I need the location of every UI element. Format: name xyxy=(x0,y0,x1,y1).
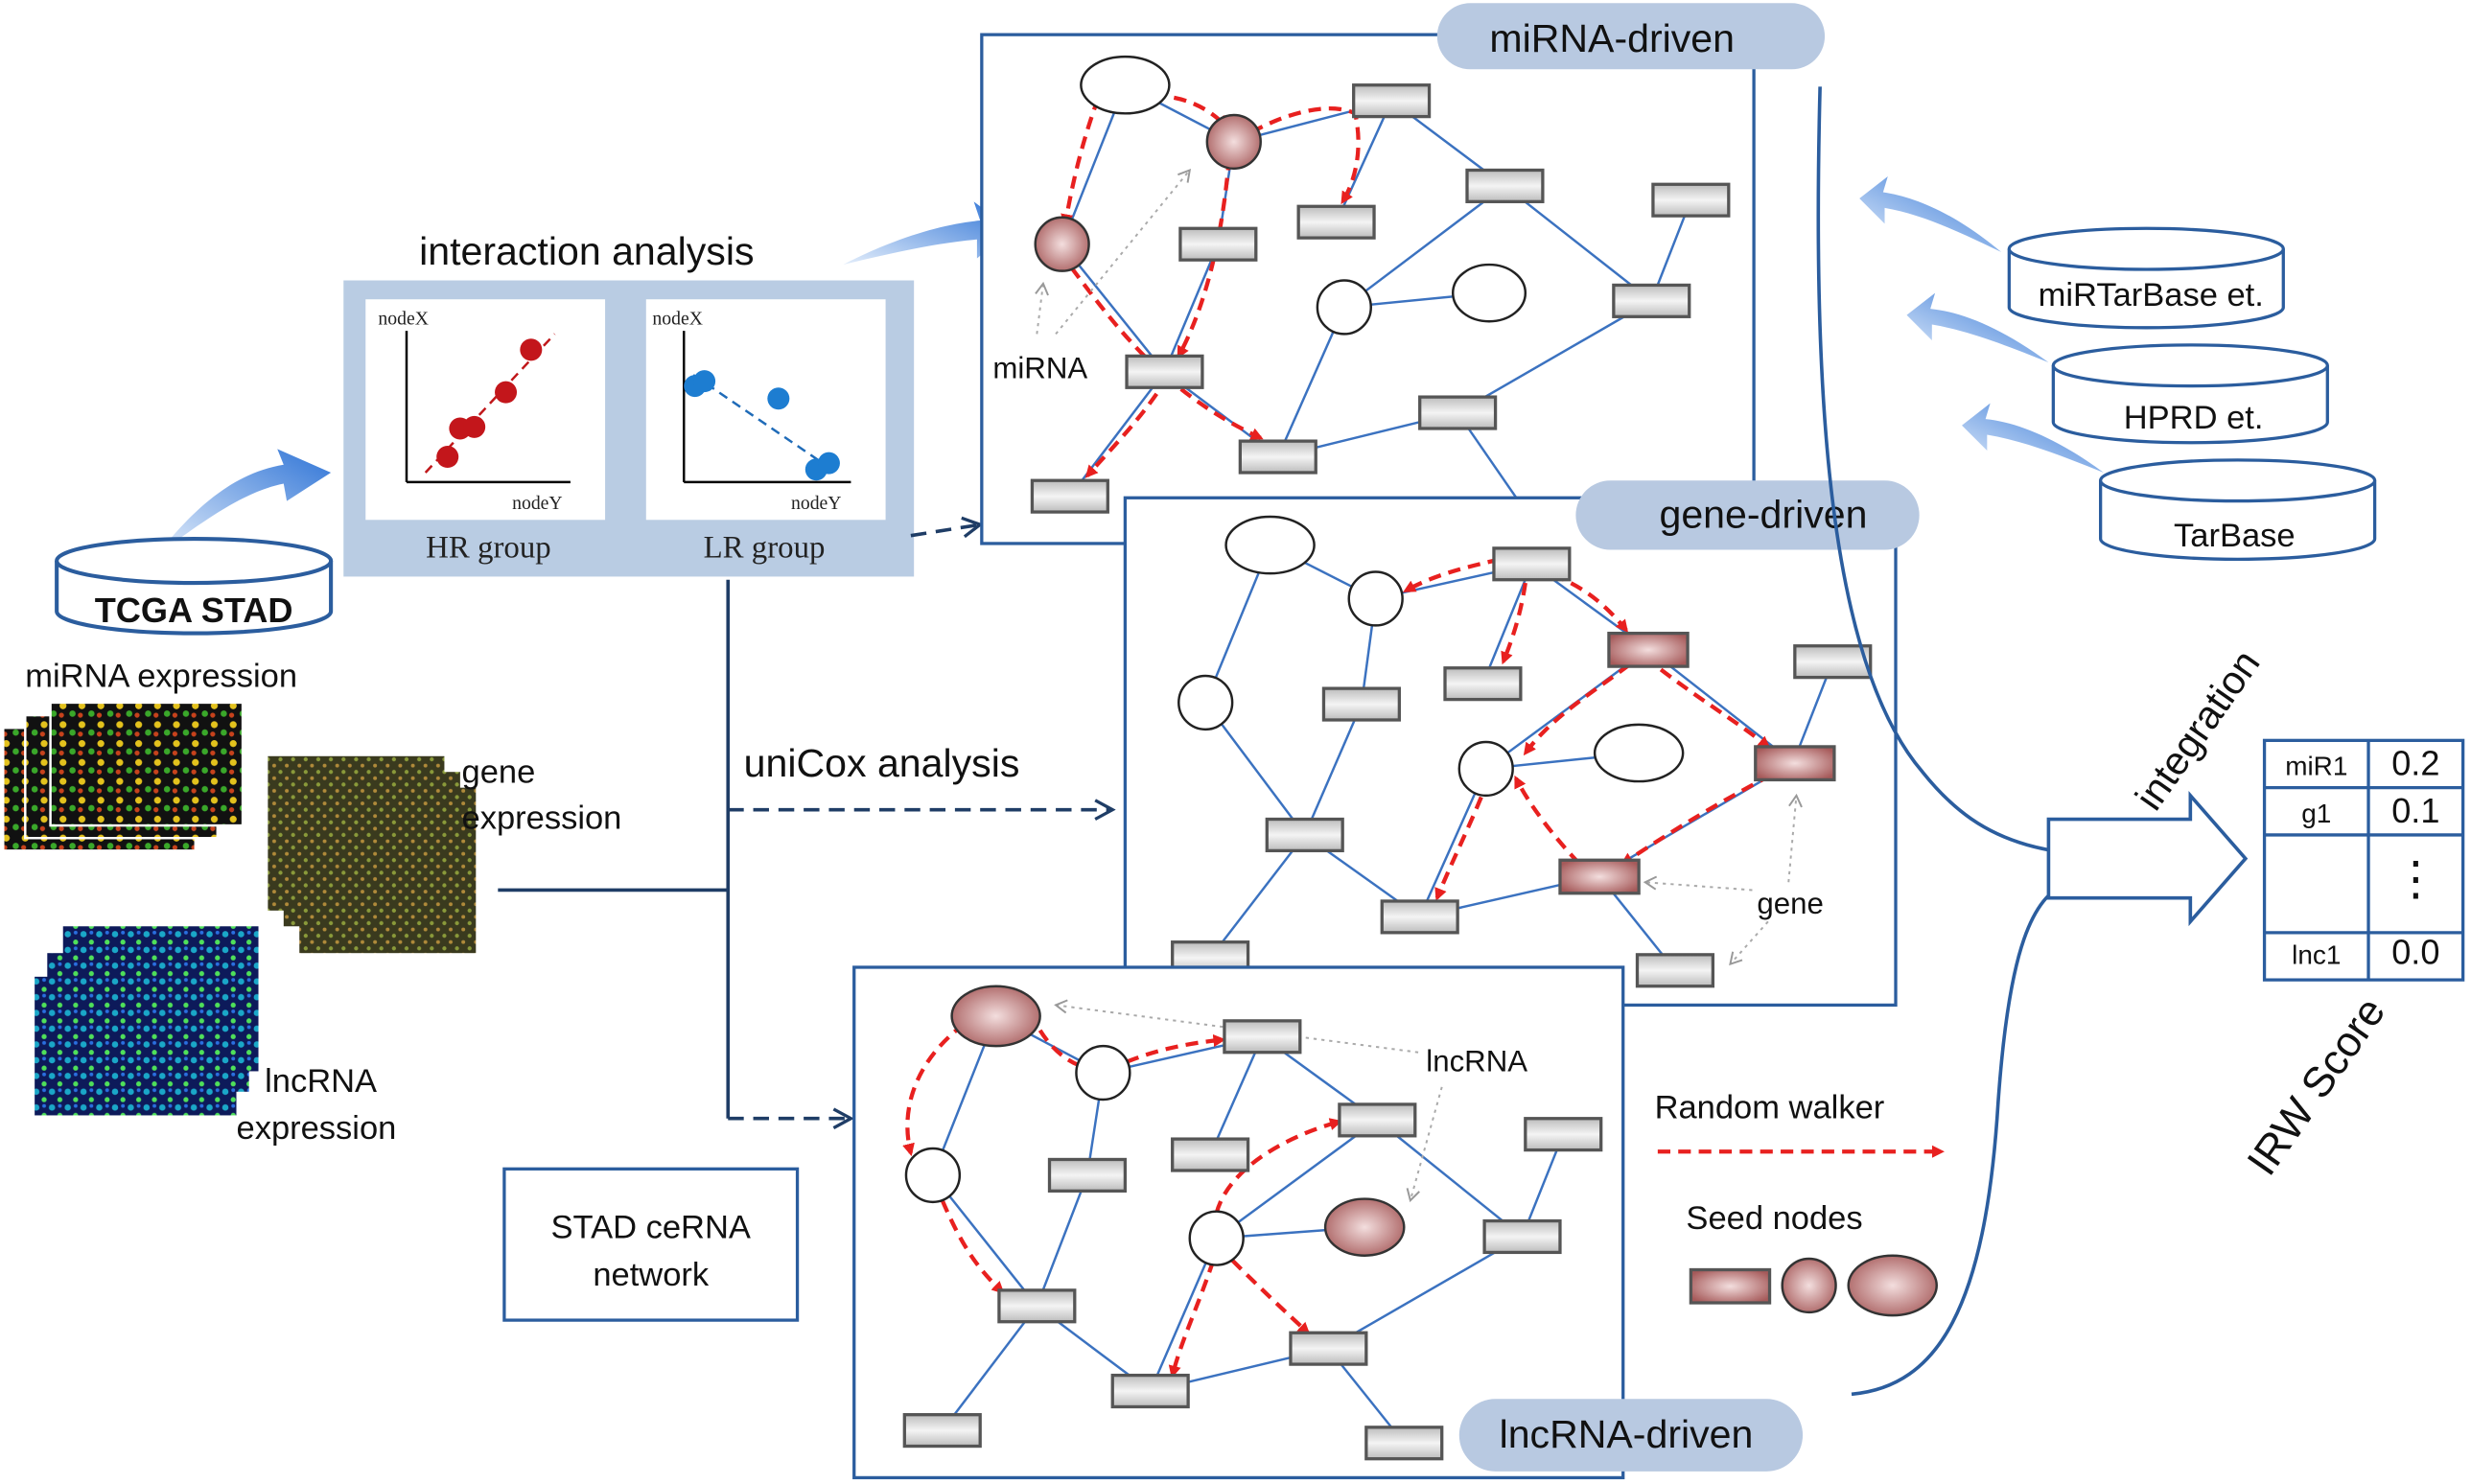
lncrna-seed-nodes xyxy=(950,985,1406,1257)
integration-label: integration xyxy=(2127,642,2269,819)
seed-node-legend xyxy=(1689,1254,1938,1317)
hr-points xyxy=(436,338,543,469)
stad-cerna-label-1: STAD ceRNA xyxy=(551,1210,751,1246)
arrow-tcga-to-interaction xyxy=(157,449,332,555)
mirna-driven-pill xyxy=(1436,3,1826,70)
tcga-label: TCGA STAD xyxy=(95,591,293,630)
lr-point xyxy=(693,370,716,393)
irw-score-table: miR1 0.2 g1 0.1 ⋮ lnc1 0.0 xyxy=(2262,738,2465,982)
lncrna-expression-image xyxy=(35,926,259,1116)
db-tarbase: TarBase xyxy=(2099,458,2377,562)
lr-scatter: nodeX nodeY xyxy=(645,299,886,521)
hr-point xyxy=(463,415,486,438)
mirna-seed-nodes xyxy=(1034,113,1262,272)
db-hprd: HPRD et. xyxy=(2051,343,2329,445)
lr-xlabel: nodeY xyxy=(791,493,842,514)
lr-point xyxy=(817,452,840,475)
stad-cerna-label-2: network xyxy=(593,1257,710,1293)
seed-nodes-label: Seed nodes xyxy=(1686,1200,1862,1237)
gene-rna-nodes xyxy=(1177,515,1685,798)
interaction-analysis-label: interaction analysis xyxy=(419,229,754,273)
gene-seed-nodes xyxy=(1558,631,1836,895)
gene-gray-nodes xyxy=(1171,546,1873,988)
db-mirtarbase: miRTarBase et. xyxy=(2007,226,2285,330)
score-row-name: g1 xyxy=(2301,799,2331,828)
hr-xlabel: nodeY xyxy=(512,493,563,514)
lncrna-driven-title: lncRNA-driven xyxy=(1500,1412,1754,1456)
lncrna-pointer-label: lncRNA xyxy=(1426,1044,1527,1078)
tcga-database: TCGA STAD xyxy=(55,536,334,636)
arrow-hprd xyxy=(1906,292,2049,362)
score-row-value: 0.2 xyxy=(2391,744,2439,783)
flow-arrows xyxy=(157,176,2104,555)
mirna-expression-image xyxy=(2,701,245,852)
lr-ylabel: nodeX xyxy=(652,309,703,330)
gene-driven-network: gene xyxy=(1123,496,1898,1008)
lncrna-driven-pill xyxy=(1458,1399,1804,1472)
arrow-mirtarbase xyxy=(1859,176,2002,252)
arrow-interaction-to-mirna xyxy=(843,201,1013,266)
score-row-name: miR1 xyxy=(2285,752,2347,781)
hr-point xyxy=(436,446,459,469)
lncrna-driven-network: lncRNA xyxy=(852,965,1625,1480)
gene-expression-label-1: gene xyxy=(462,754,536,791)
mirna-driven-title: miRNA-driven xyxy=(1489,16,1735,60)
db-hprd-label: HPRD et. xyxy=(2124,400,2264,436)
lncrna-expression-label-1: lncRNA xyxy=(265,1063,377,1100)
gene-expression-image xyxy=(268,755,477,954)
score-row-value: 0.1 xyxy=(2391,791,2439,830)
lr-points xyxy=(684,370,840,481)
lncrna-gray-nodes xyxy=(902,1019,1603,1461)
hr-group-label: HR group xyxy=(426,531,551,566)
hr-point xyxy=(520,338,543,361)
integration-arrow xyxy=(2046,791,2249,927)
score-row-name: lnc1 xyxy=(2292,940,2341,970)
lncrna-mirna-nodes xyxy=(904,1044,1245,1266)
gene-expression-label-2: expression xyxy=(462,800,622,836)
mirna-gene-nodes xyxy=(1030,83,1731,514)
hr-scatter: nodeX nodeY xyxy=(365,299,606,521)
score-row-value: ⋮ xyxy=(2392,852,2439,905)
lncrna-expression-label-2: expression xyxy=(237,1110,397,1147)
flow-lines xyxy=(498,524,1112,1119)
lr-point xyxy=(767,387,790,410)
stad-cerna-box xyxy=(502,1167,800,1322)
unicox-label: uniCox analysis xyxy=(744,741,1020,785)
db-tarbase-label: TarBase xyxy=(2174,518,2296,554)
random-walker-label: Random walker xyxy=(1655,1090,1885,1126)
mirna-lnc-nodes xyxy=(1080,55,1527,336)
mirna-pointer-label: miRNA xyxy=(992,351,1087,384)
arrow-tarbase xyxy=(1962,403,2104,473)
score-row-value: 0.0 xyxy=(2391,933,2439,972)
lr-group-label: LR group xyxy=(704,531,826,566)
irw-score-label: IRW Score xyxy=(2239,989,2395,1184)
db-mirtarbase-label: miRTarBase et. xyxy=(2039,277,2264,313)
mirna-driven-network: miRNA xyxy=(980,33,1756,545)
hr-point xyxy=(495,381,518,404)
hr-ylabel: nodeX xyxy=(378,309,429,330)
mirna-expression-label: miRNA expression xyxy=(25,658,297,694)
gene-pointer-label: gene xyxy=(1757,887,1823,920)
